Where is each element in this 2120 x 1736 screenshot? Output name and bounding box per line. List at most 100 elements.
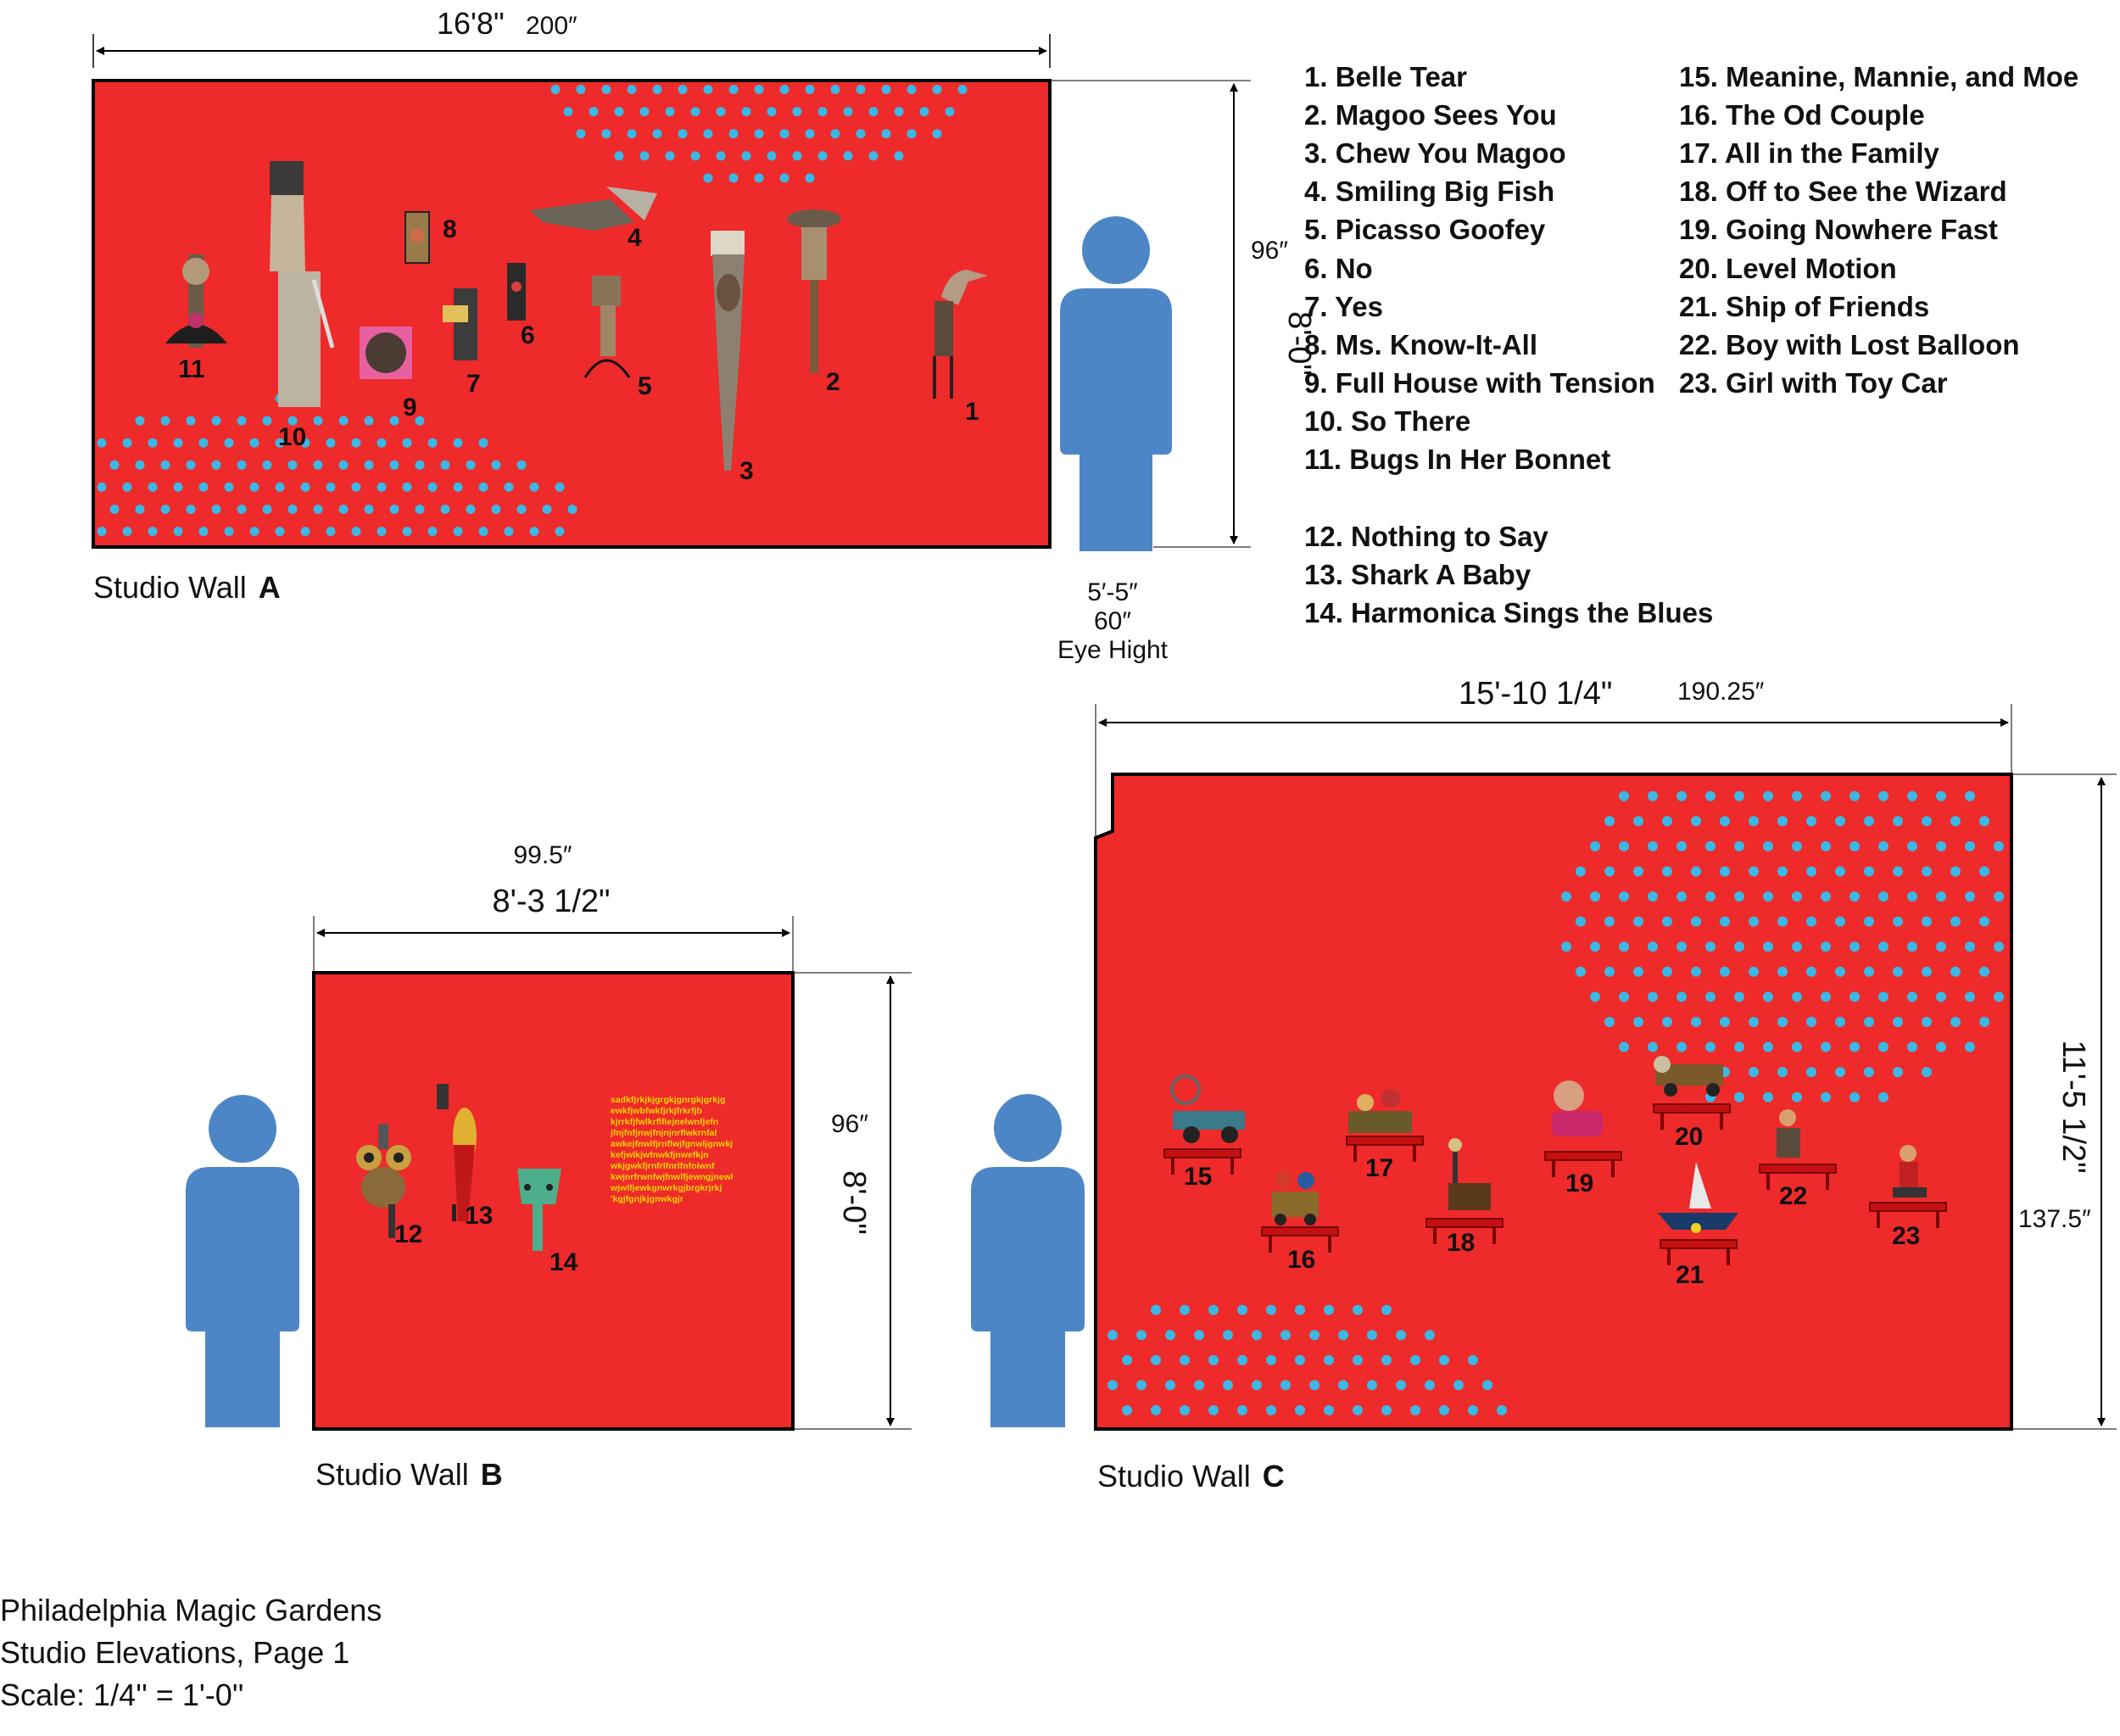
decor-dot [1676,840,1687,851]
decor-dot [1821,891,1831,902]
decor-dot [665,151,675,161]
decor-dot [198,438,209,448]
decor-dot [1936,991,1946,1002]
artwork-22-icon [1777,1109,1800,1158]
decor-dot [1590,941,1600,952]
decor-dot [249,527,259,537]
wall-a-width-inches: 200″ [526,12,577,40]
art-number: 21 [1676,1261,1704,1289]
decor-dot [1922,966,1932,977]
decor-dot [237,460,247,470]
decor-dot [1309,1330,1319,1341]
svg-text:jfnjfnfjnwjfnjnjnrflwkrnfal: jfnjfnfjnwjfnjnjnrflwkrnfal [610,1128,717,1138]
decor-dot [907,129,917,139]
wall-b-height-inches: 96″ [831,1110,868,1138]
wall-c-height-feet: 11'-5 1/2" [2056,1040,2091,1173]
decor-dot [1821,840,1831,851]
shelf [1544,1151,1622,1161]
decor-dot [338,416,349,426]
decor-dot [1950,816,1961,827]
decor-dot [160,460,170,470]
decor-dot [1252,1330,1262,1341]
decor-dot [563,107,573,117]
decor-dot [1849,790,1860,801]
svg-text:awkejfnwlfjrnflwjfgnwljgnwkj: awkejfnwlfjrnflwjfgnwljgnwkj [611,1139,733,1149]
decor-dot [741,151,751,161]
decor-dot [1864,866,1874,877]
decor-dot [1439,1354,1449,1365]
decor-dot [377,482,387,492]
decor-dot [173,482,183,492]
wall-a-height-feet: 8'-0" [1281,311,1317,376]
shelf-bracket [1667,1248,1671,1265]
decor-dot [122,482,132,492]
decor-dot [1720,916,1730,927]
decor-dot [1936,1041,1946,1052]
decor-dot [1590,991,1600,1002]
decor-dot [402,482,412,492]
legend-item: 11. Bugs In Her Bonnet [1304,444,1611,475]
decor-dot [224,438,234,448]
artwork-15-icon [1170,1075,1245,1143]
decor-dot [1208,1404,1219,1415]
eye-height-label: Eye Hight [1057,636,1169,664]
shelf [1653,1103,1731,1114]
decor-dot [186,416,196,426]
decor-dot [389,505,399,514]
decor-dot [614,107,624,117]
decor-dot [945,107,955,117]
svg-text:ewkfjwbfwkfjrkjfrkrfjb: ewkfjwbfwkfjrkjfrkrfjb [611,1106,702,1116]
decor-dot [754,129,764,139]
legend-item: 1. Belle Tear [1304,61,1467,92]
shelf-bracket [1766,1173,1770,1190]
decor-dot [1950,866,1961,877]
decor-dot [1792,891,1802,902]
decor-dot [1821,1041,1831,1052]
art-number: 18 [1447,1229,1475,1257]
decor-dot [1324,1304,1334,1315]
decor-dot [1705,790,1716,801]
decor-dot [1691,1017,1701,1027]
decor-dot [1950,1017,1961,1027]
decor-dot [576,129,586,139]
decor-dot [1922,866,1932,877]
decor-dot [1604,1017,1615,1027]
decor-dot [338,460,349,470]
legend-item: 3. Chew You Magoo [1304,137,1566,169]
artwork-10-icon [270,161,335,407]
decor-dot [1576,866,1586,877]
shelf-bracket [1328,1236,1331,1253]
decor-dot [1633,1017,1643,1027]
decor-dot [567,505,577,514]
artwork-11-icon [165,254,227,348]
decor-dot [805,129,815,139]
decor-dot [868,151,879,161]
decor-dot [1676,1041,1687,1052]
decor-dot [1994,840,2004,851]
art-number: 7 [466,370,481,398]
decor-dot [1648,941,1658,952]
decor-dot [907,85,917,94]
decor-dot [1280,1380,1291,1391]
dot-pattern [550,85,968,183]
decor-dot [1590,891,1600,902]
decor-dot [957,85,968,94]
decor-dot [1590,840,1600,851]
decor-dot [1792,1091,1802,1102]
decor-dot [300,438,310,448]
decor-dot [313,416,323,426]
decor-dot [1425,1330,1435,1341]
art-number: 3 [739,457,754,485]
art-number: 14 [550,1248,578,1276]
decor-dot [198,482,209,492]
decor-dot [1381,1304,1392,1315]
decor-dot [478,482,488,492]
decor-dot [1561,941,1571,952]
decor-dot [173,438,183,448]
wall-c-width-feet: 15'-10 1/4" [1459,676,1612,712]
shelf-bracket [1727,1248,1730,1265]
decor-dot [1878,1041,1888,1052]
decor-dot [516,460,527,470]
decor-dot [1194,1330,1204,1341]
